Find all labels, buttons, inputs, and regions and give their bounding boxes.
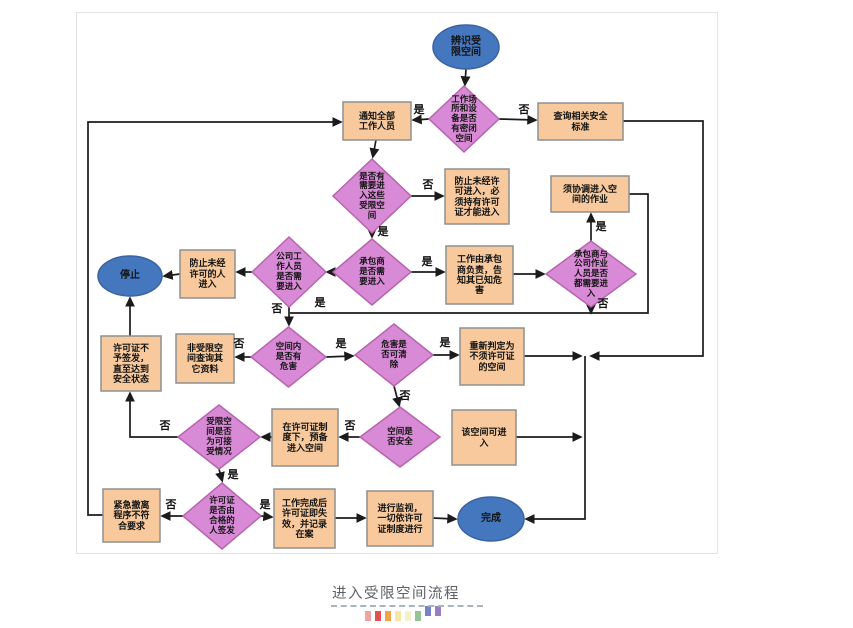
node-space-enterable <box>451 409 517 466</box>
node-prevent-unauthorized <box>179 249 236 299</box>
node-query-standards <box>537 102 624 141</box>
node-acceptable-condition <box>176 404 262 470</box>
edge-hazard-yes-removable <box>325 351 355 362</box>
edge-acceptable-yes-signer <box>215 468 225 483</box>
node-space-safe <box>358 406 442 468</box>
edge-confined-yes-notify <box>411 114 430 125</box>
node-contractor-responsible <box>445 245 514 305</box>
edge-monitor-to-done <box>432 513 458 524</box>
diagram-caption: 进入受限空间流程 <box>332 586 460 602</box>
node-start <box>432 24 500 70</box>
node-prepare-entry <box>271 408 339 467</box>
edge-notify-to-need <box>369 139 380 159</box>
edge-standards-to-right-rail <box>589 120 704 361</box>
node-company-staff-need-enter <box>250 235 328 309</box>
node-permit-expires <box>273 488 336 549</box>
edge-emergency-loop-notify <box>87 117 343 516</box>
node-prevent-unpermitted-entry <box>444 168 510 225</box>
edge-acceptable-no-withhold <box>125 391 178 438</box>
node-need-enter <box>331 157 413 235</box>
node-monitor <box>366 490 434 547</box>
edge-removable-no-safe <box>392 385 402 408</box>
node-stop <box>97 255 163 297</box>
node-non-restricted <box>175 333 235 384</box>
node-contractor-need-enter <box>331 238 413 306</box>
node-permit-qualified-signer <box>181 482 263 550</box>
node-has-confined-space <box>427 84 501 154</box>
node-space-has-hazard <box>249 326 328 388</box>
edge-right-rail-to-done <box>524 356 586 524</box>
node-notify-workers <box>342 101 412 141</box>
node-coordinate-operations <box>550 175 630 213</box>
edge-signer-yes-expires <box>260 511 274 522</box>
node-withhold-permit <box>100 335 162 392</box>
node-done <box>457 496 525 542</box>
node-redetermine-no-permit <box>459 327 525 386</box>
edge-start-to-confined <box>460 68 471 87</box>
edge-prevent-to-stop <box>162 270 181 280</box>
edge-coordinate-merge <box>290 193 649 314</box>
node-hazard-removable <box>353 323 435 387</box>
caption-divider <box>331 605 483 607</box>
node-both-need-enter <box>544 240 638 308</box>
edge-confined-no-standards <box>498 114 538 125</box>
node-emergency-procedures <box>102 488 161 543</box>
